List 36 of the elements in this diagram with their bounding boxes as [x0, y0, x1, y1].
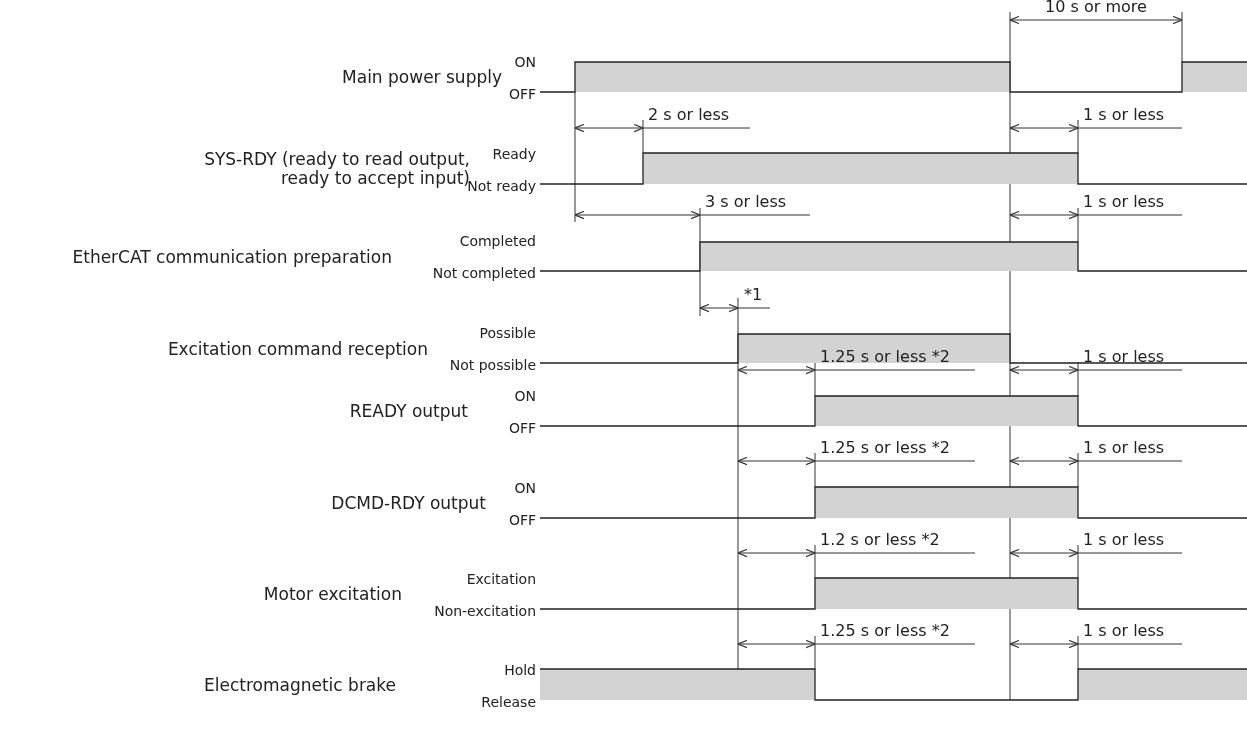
duration-label: 1 s or less — [1083, 621, 1165, 641]
state-label: ON — [514, 53, 536, 71]
state-label: Non-excitation — [434, 602, 536, 620]
duration-label: 1 s or less — [1083, 105, 1165, 125]
duration-label: 1.25 s or less *2 — [820, 438, 950, 458]
duration-label: 1 s or less — [1083, 347, 1165, 367]
signal-name: READY output — [349, 402, 468, 422]
state-label: Ready — [492, 145, 536, 163]
signal-name: Main power supply — [342, 68, 502, 88]
signal-name: EtherCAT communication preparation — [72, 247, 392, 268]
duration-label: 1 s or less — [1083, 192, 1165, 212]
duration-label: 10 s or more — [1045, 0, 1147, 17]
state-label: OFF — [508, 85, 536, 103]
state-label: ON — [514, 479, 536, 497]
signal-name: Motor excitation — [263, 584, 402, 605]
state-label: OFF — [508, 511, 536, 529]
state-label: ON — [514, 387, 536, 405]
state-label: Excitation — [466, 570, 536, 588]
note-mark: *1 — [744, 285, 763, 305]
state-label: OFF — [508, 419, 536, 437]
duration-label: 2 s or less — [648, 105, 730, 125]
duration-label: 1 s or less — [1083, 530, 1165, 550]
duration-label: 1.2 s or less *2 — [820, 530, 940, 550]
duration-label: 1.25 s or less *2 — [820, 347, 950, 367]
state-label: Not completed — [432, 264, 536, 282]
signal-name: Electromagnetic brake — [204, 675, 396, 696]
duration-label: 1 s or less — [1083, 438, 1165, 458]
duration-label: 1.25 s or less *2 — [820, 621, 950, 641]
state-label: Completed — [459, 232, 536, 250]
state-label: Possible — [479, 324, 536, 342]
state-label: Not possible — [449, 356, 536, 374]
state-label: Release — [481, 693, 536, 711]
duration-label: 3 s or less — [705, 192, 787, 212]
state-label: Hold — [504, 661, 536, 679]
signal-name: DCMD-RDY output — [331, 493, 486, 514]
signal-name: Excitation command reception — [167, 339, 428, 360]
